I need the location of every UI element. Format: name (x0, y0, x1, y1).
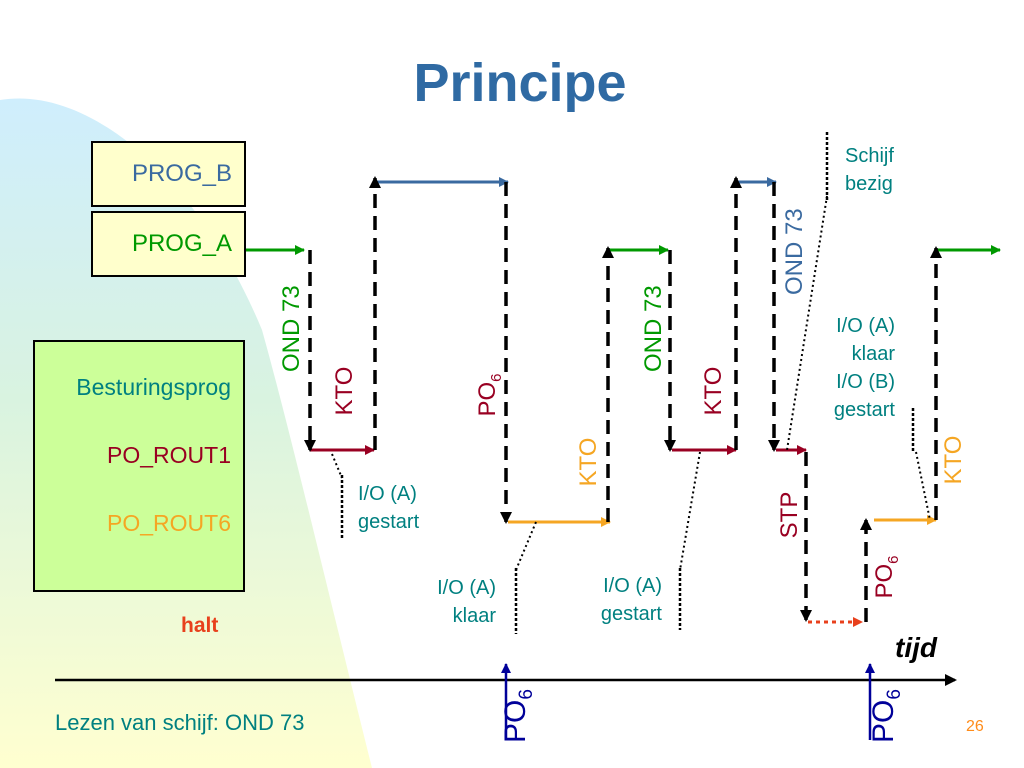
po6-label-2-text: PO (871, 563, 898, 599)
io-a-gestart-2-line-2: gestart (600, 603, 662, 625)
connector-5 (915, 451, 931, 521)
footer-caption: Lezen van schijf: OND 73 (55, 710, 305, 735)
control-program-box: Besturingsprog PO_ROUT1 PO_ROUT6 (33, 340, 245, 592)
po6-label-2-sub: 6 (884, 555, 902, 564)
po6-axis-label-2-sub: 6 (884, 689, 905, 700)
prog-b-box: PROG_B (91, 141, 246, 207)
po6-axis-label-2: PO6 (866, 676, 905, 756)
io-status-line-3: I/O (B) (836, 371, 895, 393)
io-a-klaar-line-2: klaar (452, 605, 496, 627)
io-status-label: I/O (A) klaar I/O (B) gestart (800, 312, 895, 424)
page-number: 26 (966, 718, 984, 735)
io-a-gestart-line-1: I/O (A) (358, 483, 417, 505)
schijf-bezig-line-2: bezig (845, 173, 893, 195)
schijf-bezig-label: Schijf bezig (845, 142, 894, 198)
prog-a-label: PROG_A (131, 230, 232, 257)
slide-title: Principe (413, 53, 627, 113)
kto-label-4: KTO (940, 435, 967, 485)
ond73-label-1: OND 73 (278, 285, 305, 372)
prog-b-label: PROG_B (131, 160, 232, 187)
io-status-line-4: gestart (833, 399, 895, 421)
schijf-bezig-line-1: Schijf (845, 145, 894, 167)
stp-label: STP (776, 491, 803, 539)
io-a-klaar-label: I/O (A) klaar (410, 574, 496, 630)
prog-a-box: PROG_A (91, 211, 246, 277)
io-a-gestart-2-label: I/O (A) gestart (580, 572, 662, 628)
po6-axis-label-2-text: PO (867, 699, 900, 743)
po6-label-2: PO6 (870, 547, 902, 607)
po-rout6-label: PO_ROUT6 (107, 510, 231, 536)
io-status-line-1: I/O (A) (836, 315, 895, 337)
connector-1 (331, 453, 343, 479)
control-heading: Besturingsprog (76, 374, 231, 400)
po-rout1-label: PO_ROUT1 (107, 442, 231, 468)
po6-label-1: PO6 (473, 365, 505, 425)
io-a-gestart-2-line-1: I/O (A) (603, 575, 662, 597)
ond73-label-2: OND 73 (640, 285, 667, 372)
connector-3 (679, 451, 701, 571)
po6-axis-label-1-sub: 6 (516, 689, 537, 700)
halt-label: halt (181, 614, 219, 637)
io-a-gestart-label: I/O (A) gestart (358, 480, 419, 536)
po6-axis-label-1: PO6 (498, 676, 537, 756)
time-axis-label: tijd (895, 632, 937, 663)
io-a-klaar-line-1: I/O (A) (437, 577, 496, 599)
po6-label-1-text: PO (474, 381, 501, 417)
kto-label-1: KTO (331, 366, 358, 416)
po6-axis-label-1-text: PO (499, 699, 532, 743)
io-status-line-2: klaar (851, 343, 895, 365)
kto-label-2: KTO (575, 437, 602, 487)
kto-label-3: KTO (700, 366, 727, 416)
io-a-gestart-line-2: gestart (358, 511, 420, 533)
po6-label-1-sub: 6 (487, 373, 505, 382)
connector-2 (515, 521, 537, 571)
ond73-label-3: OND 73 (781, 208, 808, 295)
